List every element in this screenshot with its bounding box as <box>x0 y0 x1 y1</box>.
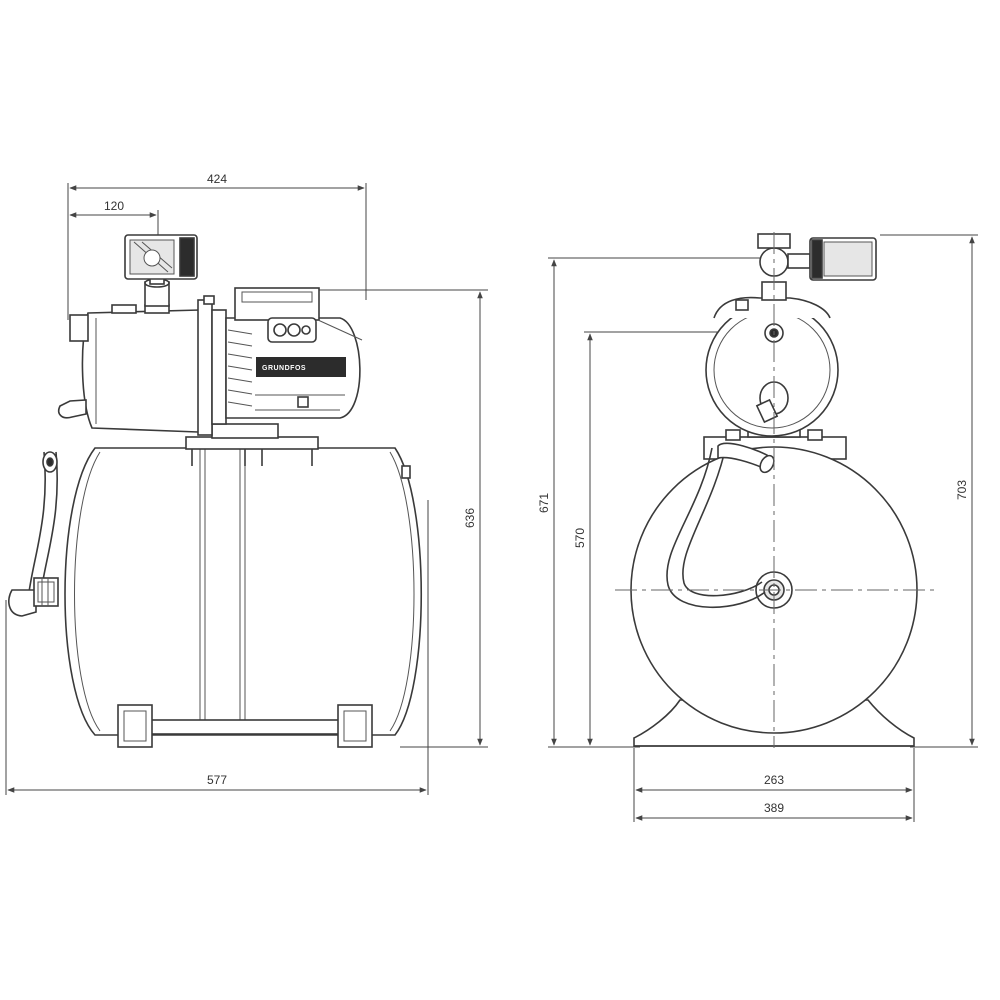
dim-outer-height: 671 <box>537 257 770 748</box>
pump-motor: GRUNDFOS <box>225 287 363 419</box>
pressure-switch <box>124 234 198 307</box>
pump-housing <box>57 295 227 436</box>
motor-brand-label: GRUNDFOS <box>262 365 306 372</box>
dim-total-height: 703 <box>880 234 978 748</box>
side-view: 424 120 636 577 <box>5 172 488 795</box>
dim-label-671: 671 <box>537 493 551 513</box>
center-lines <box>615 232 935 748</box>
dim-label-389: 389 <box>764 801 784 815</box>
dim-height: 636 <box>300 289 488 748</box>
pump-front <box>705 296 839 438</box>
dim-label-570: 570 <box>573 528 587 548</box>
dim-foot-outer: 389 <box>635 801 913 821</box>
dim-bottom-width: 577 <box>5 500 429 795</box>
dim-top-width: 424 <box>67 172 367 320</box>
dim-label-263: 263 <box>764 773 784 787</box>
dim-label-424: 424 <box>207 172 227 186</box>
dim-label-636: 636 <box>463 508 477 528</box>
dim-label-577: 577 <box>207 773 227 787</box>
pressure-switch-front <box>757 233 877 301</box>
dim-offset: 120 <box>69 199 159 240</box>
pressure-tank-side <box>64 447 423 748</box>
hose-side <box>8 451 59 617</box>
dim-label-703: 703 <box>955 480 969 500</box>
pump-bracket <box>185 423 319 466</box>
front-view: 671 570 703 263 389 <box>537 232 978 822</box>
dim-label-120: 120 <box>104 199 124 213</box>
dim-foot-inner: 263 <box>633 748 915 822</box>
hose-front <box>666 442 775 609</box>
